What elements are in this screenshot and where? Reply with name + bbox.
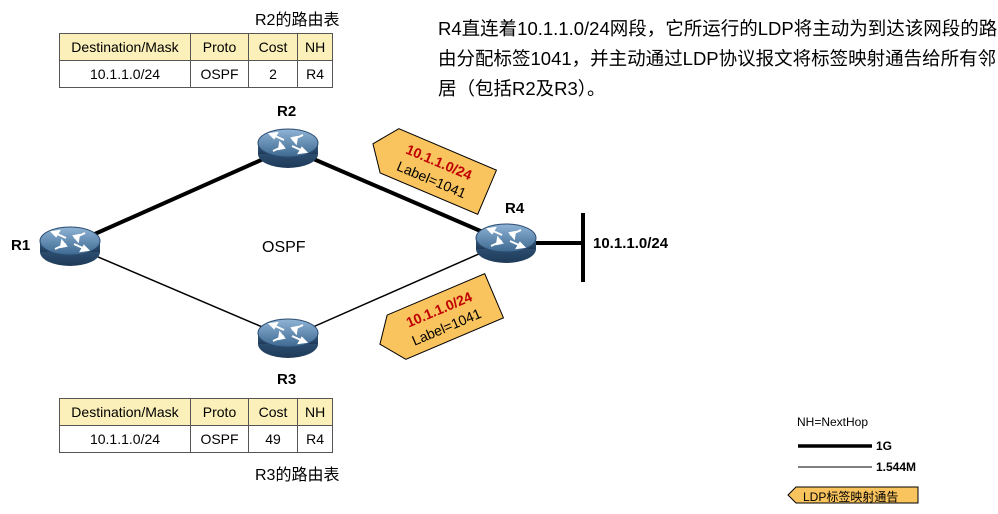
- header-nh: NH: [296, 33, 334, 61]
- cell-nh: R4: [296, 425, 334, 453]
- cell-proto: OSPF: [190, 425, 249, 453]
- link-r3-r4: [287, 241, 507, 339]
- header-destination: Destination/Mask: [59, 398, 191, 426]
- description-text: R4直连着10.1.1.0/24网段，它所运行的LDP将主动为到达该网段的路由分…: [438, 18, 998, 99]
- legend-thin-label: 1.544M: [876, 460, 917, 474]
- ldp-tag-lower: 10.1.1.0/24 Label=1041: [379, 273, 505, 360]
- legend-tag-icon: [787, 486, 919, 504]
- link-r2-r4: [287, 146, 507, 244]
- link-r1-r2: [69, 146, 289, 247]
- ldp-tag-upper: 10.1.1.0/24 Label=1041: [372, 128, 498, 215]
- network-label: 10.1.1.0/24: [593, 235, 669, 252]
- table-row: 10.1.1.0/24 OSPF 49 R4: [59, 425, 334, 453]
- header-destination: Destination/Mask: [59, 33, 191, 61]
- r3-routing-table: Destination/Mask Proto Cost NH 10.1.1.0/…: [59, 398, 334, 453]
- r2-table-caption: R2的路由表: [255, 12, 340, 29]
- header-proto: Proto: [190, 398, 249, 426]
- router-r3-icon: [257, 318, 319, 359]
- header-cost: Cost: [248, 398, 298, 426]
- header-nh: NH: [296, 398, 334, 426]
- router-r2-label: R2: [277, 103, 297, 120]
- cell-cost: 49: [248, 425, 298, 453]
- router-r3-label: R3: [277, 371, 297, 388]
- legend-thick-label: 1G: [876, 439, 893, 453]
- router-r1-icon: [39, 226, 101, 267]
- router-r4-label: R4: [505, 200, 525, 217]
- table-header-row: Destination/Mask Proto Cost NH: [59, 398, 334, 426]
- legend-nh: NH=NextHop: [797, 415, 869, 429]
- router-r1-label: R1: [11, 237, 31, 254]
- link-r1-r3: [69, 244, 289, 339]
- header-cost: Cost: [248, 33, 298, 61]
- cell-cost: 2: [248, 60, 298, 88]
- legend-tag-label: LDP标签映射通告: [803, 490, 899, 504]
- cell-nh: R4: [296, 60, 334, 88]
- table-header-row: Destination/Mask Proto Cost NH: [59, 33, 334, 61]
- r3-table-caption: R3的路由表: [255, 467, 340, 484]
- cell-proto: OSPF: [190, 60, 249, 88]
- cell-destination: 10.1.1.0/24: [59, 425, 191, 453]
- header-proto: Proto: [190, 33, 249, 61]
- router-r4-icon: [475, 223, 537, 264]
- router-r2-icon: [257, 128, 319, 169]
- protocol-label: OSPF: [262, 239, 306, 256]
- table-row: 10.1.1.0/24 OSPF 2 R4: [59, 60, 334, 88]
- r2-routing-table: Destination/Mask Proto Cost NH 10.1.1.0/…: [59, 33, 334, 88]
- cell-destination: 10.1.1.0/24: [59, 60, 191, 88]
